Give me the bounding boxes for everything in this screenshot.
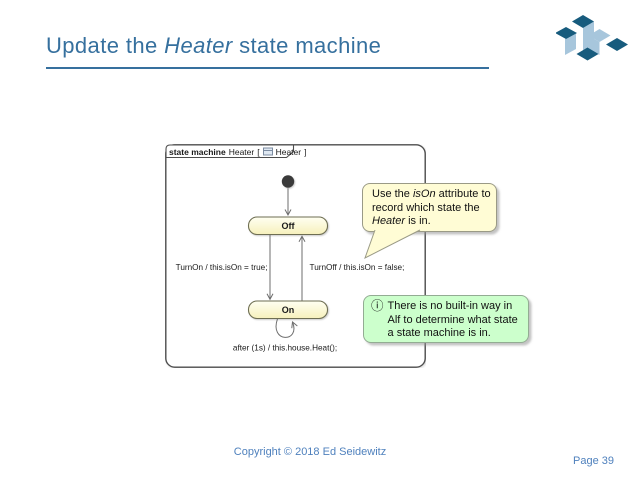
logo-face — [565, 33, 576, 55]
title-underline — [46, 67, 489, 69]
title-prefix: Update the — [46, 33, 165, 58]
note-no-builtin-way: ⓘ There is no built-in way in Alf to det… — [363, 295, 529, 343]
logo-cube-top — [572, 15, 594, 28]
tab-keyword: state machine — [169, 146, 226, 157]
note-text: Use the — [372, 188, 413, 200]
page-title: Update the Heater state machine — [46, 33, 381, 59]
tab-ref: Heater — [275, 146, 302, 157]
transition-self-loop — [275, 318, 298, 338]
tab-bracket-open: [ — [257, 146, 260, 157]
title-suffix: state machine — [232, 33, 382, 58]
state-on — [247, 300, 329, 320]
logo-face — [588, 29, 611, 42]
state-on-label: On — [282, 305, 295, 315]
transition-turnoff-label: TurnOff / this.isOn = false; — [310, 263, 405, 272]
info-icon: ⓘ — [371, 299, 384, 313]
note-text: is in. — [405, 215, 431, 227]
logo-cube-top — [606, 38, 628, 51]
diagram-frame — [165, 144, 426, 368]
company-logo-icon — [556, 15, 628, 61]
logo-cube-top — [576, 47, 599, 61]
state-off — [247, 216, 329, 236]
note-text: attribute to record which state the — [372, 188, 491, 214]
footer-copyright: Copyright © 2018 Ed Seidewitz — [233, 446, 387, 458]
transition-turnon-label: TurnOn / this.isOn = true; — [176, 263, 268, 272]
logo-cube-top — [556, 27, 577, 39]
note-text-italic: Heater — [372, 215, 406, 227]
note-text: There is no built-in way in Alf to deter… — [387, 300, 518, 339]
note-callout-tail — [364, 229, 421, 260]
state-machine-diagram: Off On TurnOn / this.isOn = true; TurnOf… — [165, 144, 426, 368]
frame-tab-text: state machine Heater [ Heater ] — [169, 146, 306, 157]
diagram-frame-tab — [165, 144, 295, 159]
initial-state — [281, 175, 295, 188]
state-machine-icon — [262, 147, 273, 156]
page-number: Page 39 — [573, 455, 614, 467]
tab-name: Heater — [228, 146, 255, 157]
note-text-italic: isOn — [412, 188, 436, 200]
note-ison-attribute: Use the isOn attribute to record which s… — [362, 183, 497, 232]
transition-after-label: after (1s) / this.house.Heat(); — [233, 344, 337, 353]
state-off-label: Off — [282, 221, 296, 231]
tab-bracket-close: ] — [304, 146, 307, 157]
title-italic: Heater — [164, 33, 233, 58]
